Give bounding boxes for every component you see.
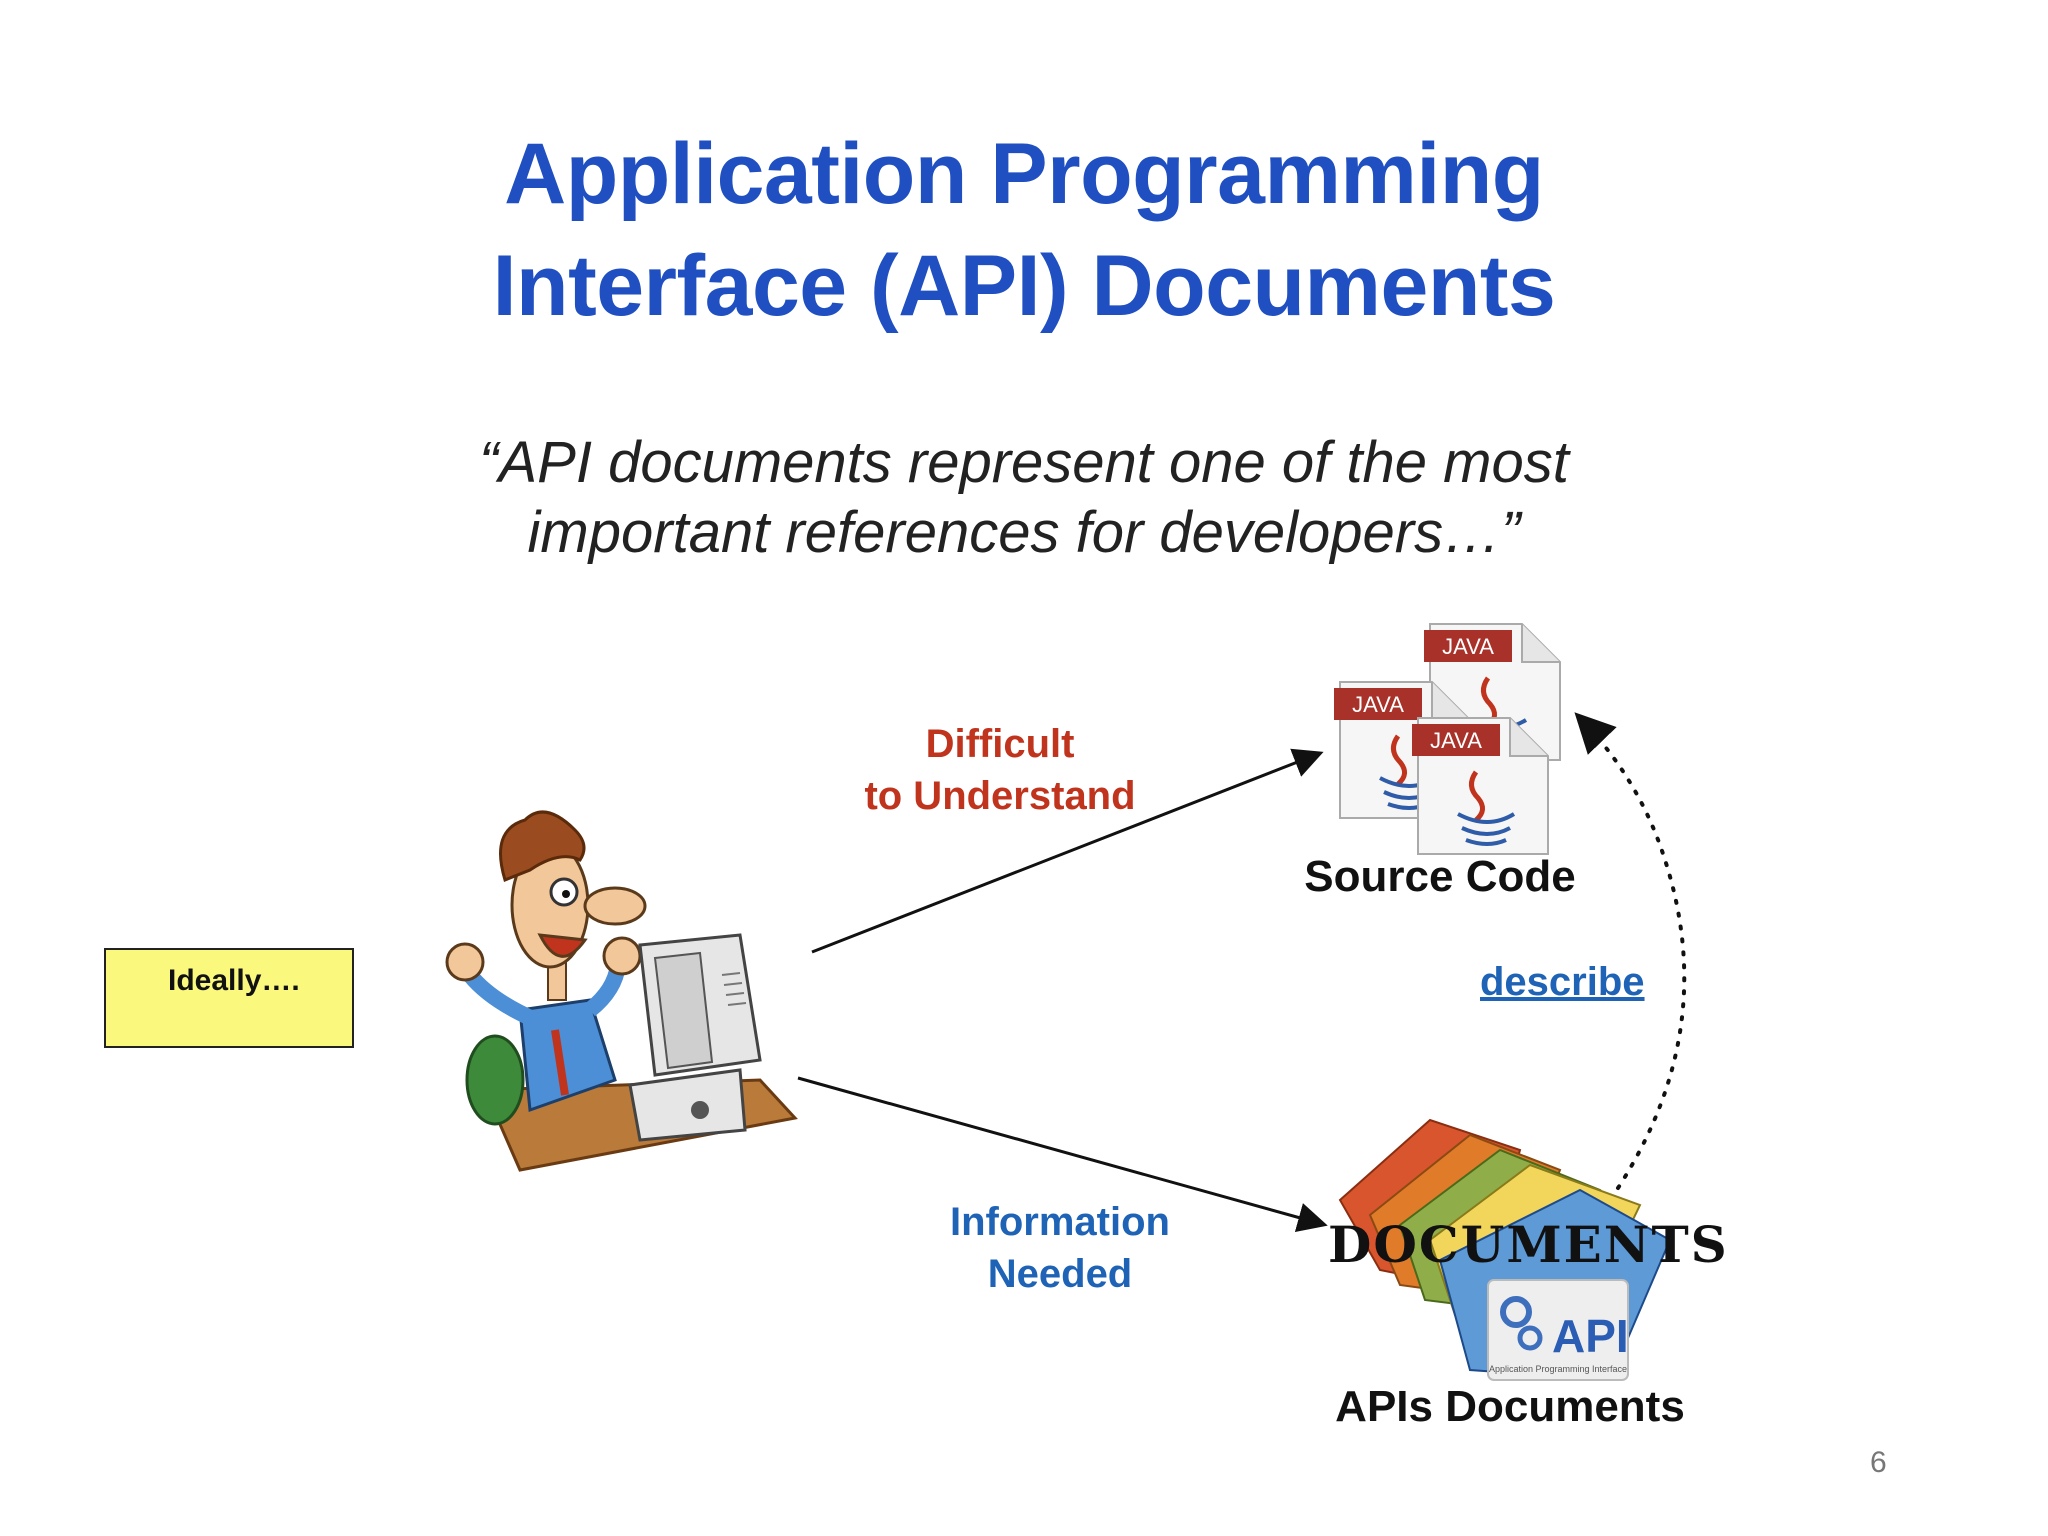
- quote-line-1: “API documents represent one of the most: [479, 430, 1569, 495]
- edge-top-label-line-1: Difficult: [925, 722, 1075, 766]
- api-badge: API Application Programming Interface: [1487, 1279, 1629, 1381]
- edge-describe: [1574, 712, 1687, 1190]
- java-file-icon: JAVA: [1412, 717, 1549, 855]
- edge-to-api-documents: [797, 1076, 1328, 1233]
- edge-bottom-label: Information Needed: [910, 1196, 1210, 1300]
- edge-describe-label[interactable]: describe: [1480, 960, 1645, 1004]
- callout-text: Ideally….: [168, 964, 300, 997]
- source-code-label: Source Code: [1304, 852, 1576, 901]
- svg-text:JAVA: JAVA: [1352, 692, 1404, 717]
- gear-icon: [1500, 1296, 1543, 1351]
- edge-bottom-label-line-1: Information: [950, 1200, 1170, 1244]
- edge-top-label: Difficult to Understand: [850, 718, 1150, 822]
- svg-text:API: API: [1552, 1310, 1629, 1362]
- api-documents-label: APIs Documents: [1335, 1382, 1685, 1431]
- title-line-1: Application Programming: [504, 126, 1544, 222]
- page-number: 6: [1870, 1446, 1887, 1479]
- svg-text:DOCUMENTS: DOCUMENTS: [1328, 1215, 1729, 1274]
- quote-line-2: important references for developers…”: [527, 500, 1521, 565]
- title-line-2: Interface (API) Documents: [492, 238, 1556, 334]
- slide-title: Application Programming Interface (API) …: [0, 118, 2048, 342]
- svg-text:JAVA: JAVA: [1442, 634, 1494, 659]
- callout-box: Ideally….: [104, 948, 354, 1048]
- svg-text:Application Programming Interf: Application Programming Interface: [1489, 1364, 1627, 1374]
- documents-icon: DOCUMENTS API Application Programming In…: [1328, 1118, 1729, 1382]
- edge-top-label-line-2: to Understand: [864, 774, 1136, 818]
- quote: “API documents represent one of the most…: [0, 428, 2048, 568]
- developer-illustration: [445, 810, 798, 1172]
- source-code-icon: JAVA JAVA JAVA: [1334, 623, 1561, 855]
- edge-to-source-code: [811, 748, 1324, 954]
- edge-bottom-label-line-2: Needed: [987, 1252, 1133, 1296]
- svg-text:JAVA: JAVA: [1430, 728, 1482, 753]
